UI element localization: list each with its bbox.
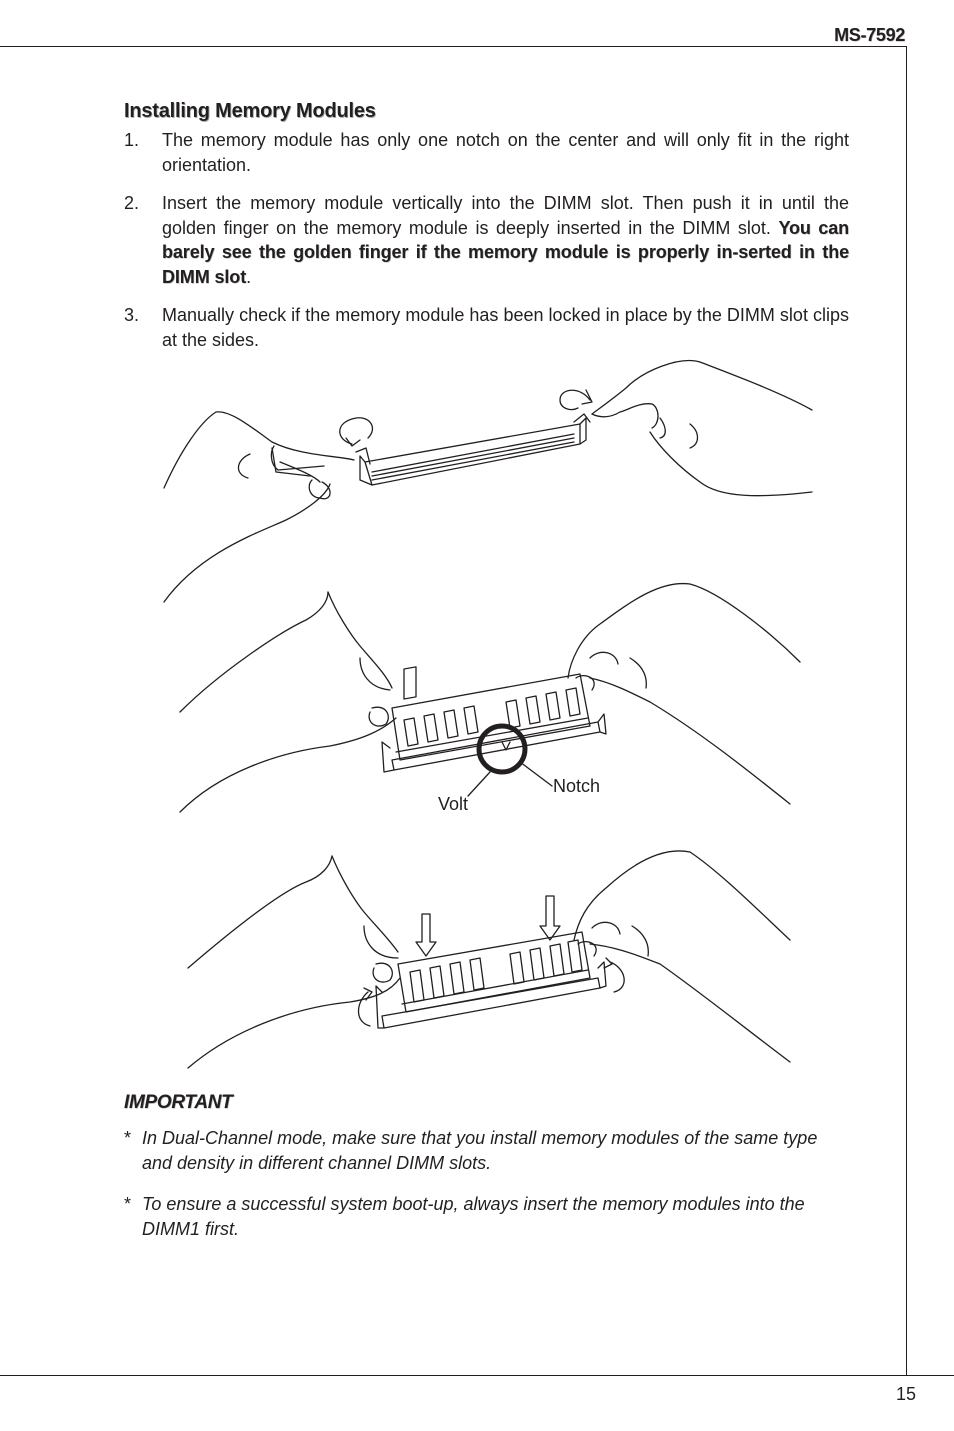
section-title: Installing Memory Modules [124,100,376,122]
header-rule [0,46,907,47]
model-name: MS-7592 [834,25,905,45]
note-item: * In Dual-Channel mode, make sure that y… [124,1126,850,1175]
step-1: 1. The memory module has only one notch … [124,128,849,177]
page-number: 15 [895,1384,916,1404]
step-number: 1. [124,130,140,150]
notch-label: Notch [553,776,601,796]
step-text: Manually check if the memory module has … [162,305,849,350]
step-text: Insert the memory module vertically into… [162,193,849,238]
step-3: 3. Manually check if the memory module h… [124,303,849,352]
footer-rule [0,1375,954,1376]
panel-align-module [179,582,801,813]
asterisk: * [124,1194,132,1214]
note-item: * To ensure a successful system boot-up,… [124,1192,850,1241]
step-text: The memory module has only one notch on … [162,130,849,175]
note-text: To ensure a successful system boot-up, a… [142,1194,805,1239]
note-text: In Dual-Channel mode, make sure that you… [142,1128,818,1173]
important-notes: * In Dual-Channel mode, make sure that y… [124,1126,850,1258]
step-tail: . [246,266,252,287]
panel-push-module [187,850,791,1069]
step-emphasis: You can barely see the golden finger if … [162,217,849,287]
important-heading: IMPORTANT [124,1092,233,1113]
asterisk: * [124,1128,132,1148]
step-2: 2. Insert the memory module vertically i… [124,191,849,289]
panel-open-slot [163,360,813,603]
step-number: 2. [124,193,140,213]
memory-install-illustration: Volt Notch [160,352,820,1080]
step-number: 3. [124,305,140,325]
volt-label: Volt [438,794,469,814]
installation-steps: 1. The memory module has only one notch … [124,128,849,366]
margin-rule [906,46,907,1375]
